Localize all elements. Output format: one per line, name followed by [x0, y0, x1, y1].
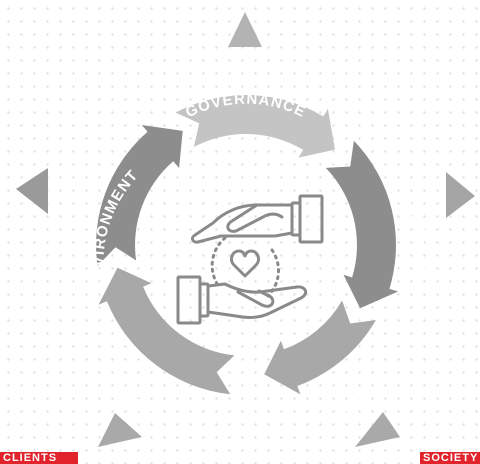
hands-with-heart-icon [176, 194, 324, 325]
heart-icon [230, 249, 260, 278]
upper-hand-icon [190, 194, 324, 244]
pointer-bottom-right-triangle [355, 412, 400, 447]
pointer-bottom-left-triangle [98, 413, 142, 447]
lower-hand-icon [176, 275, 308, 325]
pointer-left-triangle [16, 168, 48, 214]
clients-tag: CLIENTS [0, 452, 78, 464]
governance-segment [175, 95, 335, 158]
society-segment [264, 300, 376, 395]
clients-segment [98, 267, 235, 395]
exchange-dotted-arc-left [210, 236, 227, 290]
people-segment [325, 140, 399, 309]
environment-segment [96, 125, 183, 266]
people-label: PEOPLE [398, 201, 437, 272]
pointer-right-triangle [446, 172, 475, 218]
pointer-top-triangle [228, 12, 262, 47]
society-tag: SOCIETY [420, 452, 480, 464]
exchange-dotted-arc-right [266, 248, 280, 298]
